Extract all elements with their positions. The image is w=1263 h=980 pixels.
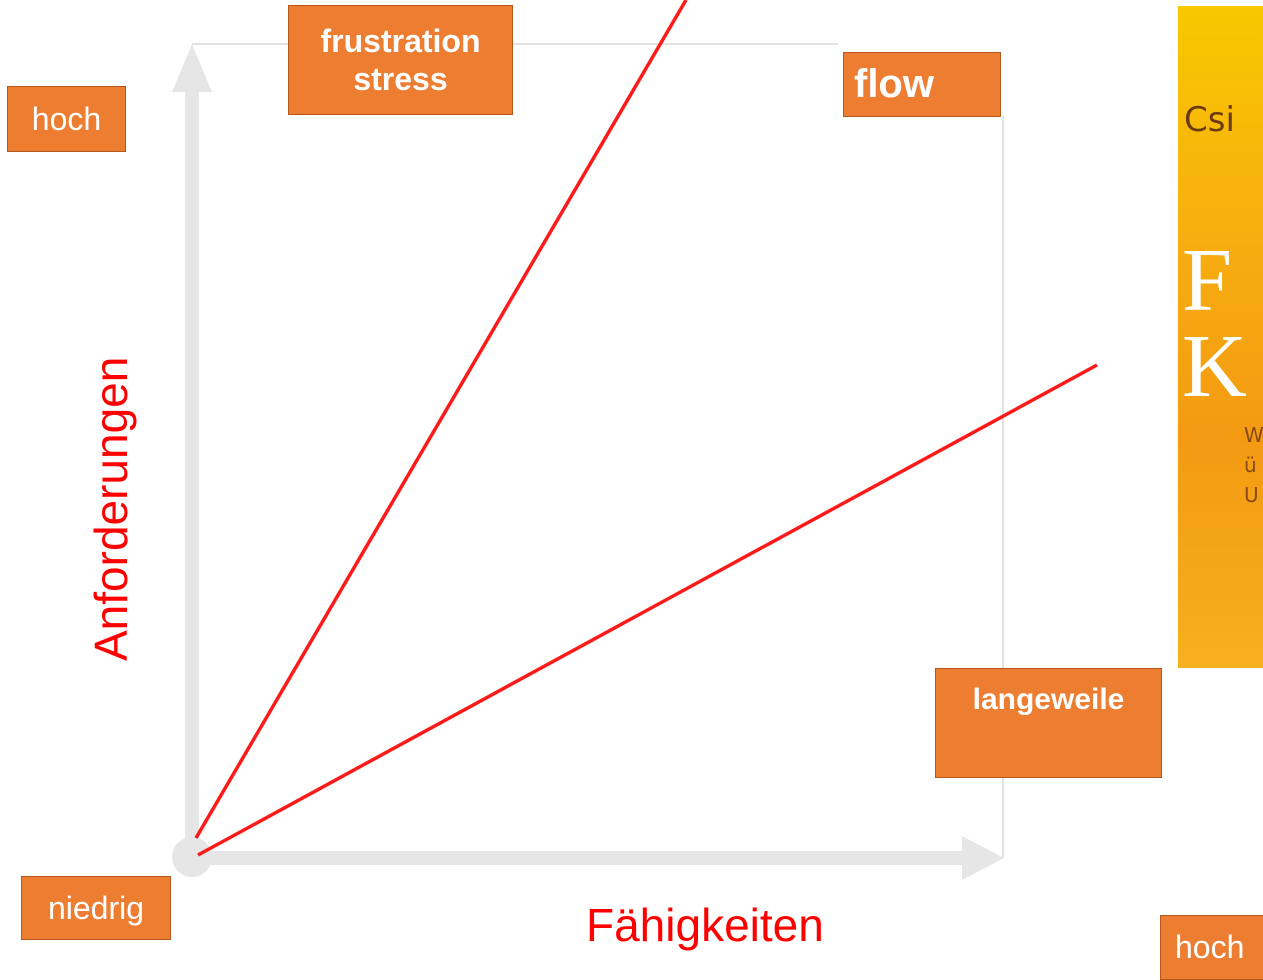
y-axis-arrowhead xyxy=(172,44,212,92)
x-axis-arrowhead xyxy=(962,836,1004,880)
lower-boundary-line xyxy=(197,363,1098,857)
label-high-bottom: hoch xyxy=(1160,915,1263,980)
x-axis-title: Fähigkeiten xyxy=(586,899,824,951)
label-high-top: hoch xyxy=(7,86,126,152)
label-boredom-text: langeweile xyxy=(972,683,1125,716)
book-author-fragment: Csi xyxy=(1184,100,1235,140)
y-axis-title: Anforderungen xyxy=(85,356,137,661)
label-frustration-text: frustration xyxy=(320,23,481,59)
book-title-line2: K xyxy=(1182,317,1247,416)
label-low: niedrig xyxy=(21,876,171,940)
book-subtitle-fragment: W ü U xyxy=(1244,423,1263,507)
label-frustration-stress: frustration stress xyxy=(288,5,513,115)
label-stress-text: stress xyxy=(353,61,448,97)
label-flow-text: flow xyxy=(854,62,934,106)
label-boredom: langeweile xyxy=(935,668,1162,778)
label-high-top-text: hoch xyxy=(31,100,102,137)
book-title-line1: F xyxy=(1182,231,1233,330)
label-high-bottom-text: hoch xyxy=(1175,929,1245,965)
label-flow: flow xyxy=(843,52,1001,117)
book-title-fragment: F K xyxy=(1182,231,1247,416)
upper-boundary-line xyxy=(194,0,688,839)
book-cover-image: Csi F K W ü U xyxy=(1178,6,1263,668)
label-low-text: niedrig xyxy=(47,889,145,926)
origin-dot xyxy=(172,837,212,877)
